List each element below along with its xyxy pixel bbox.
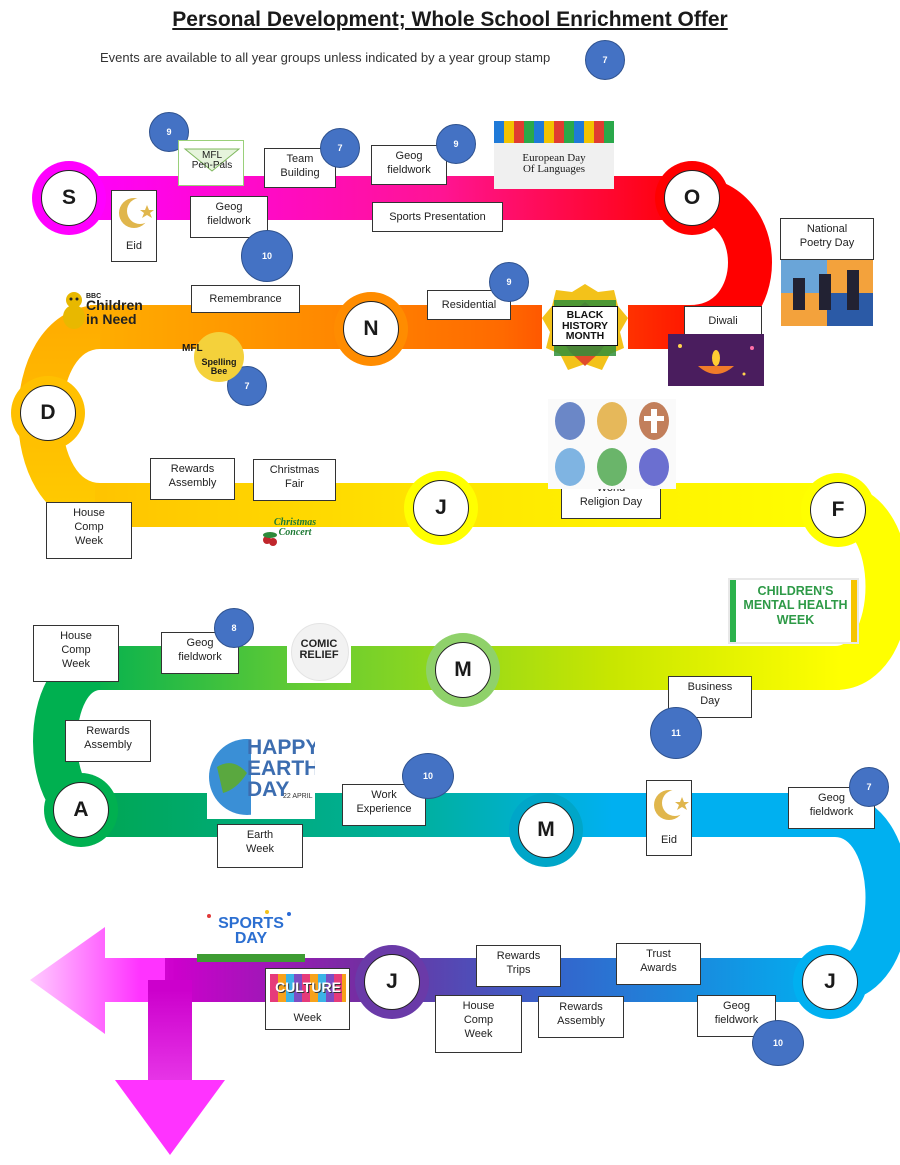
stamp-work-experience: 10 bbox=[402, 753, 454, 799]
stamp-residential: 9 bbox=[489, 262, 529, 302]
mfl-spelling-bee-logo: MFL Spelling Bee bbox=[180, 330, 246, 384]
event-work-experience: Work Experience bbox=[342, 784, 426, 826]
religion-symbols-icon bbox=[555, 402, 669, 486]
event-christmas-fair: Christmas Fair bbox=[253, 459, 336, 501]
stamp-geog-fieldwork-jul: 10 bbox=[752, 1020, 804, 1066]
milestone-december: D bbox=[11, 376, 85, 450]
diwali-lamp-icon bbox=[678, 344, 754, 376]
envelope-icon bbox=[183, 148, 241, 172]
comic-relief-logo: COMIC RELIEF bbox=[287, 623, 351, 683]
milestone-june: J bbox=[793, 945, 867, 1019]
black-history-month-logo: BLACK HISTORY MONTH bbox=[542, 282, 628, 374]
page-title: Personal Development; Whole School Enric… bbox=[172, 8, 728, 31]
event-geog-fieldwork-sep2: Geog fieldwork bbox=[190, 196, 268, 238]
stamp-geog-fieldwork-sep: 9 bbox=[436, 124, 476, 164]
milestone-january: J bbox=[404, 471, 478, 545]
event-national-poetry-day: National Poetry Day bbox=[780, 218, 874, 260]
event-diwali: Diwali bbox=[684, 306, 762, 336]
milestone-july: J bbox=[355, 945, 429, 1019]
stamp-geog-fieldwork-mar: 8 bbox=[214, 608, 254, 648]
year-group-stamp-example: 7 bbox=[585, 40, 625, 80]
stamp-business-day: 11 bbox=[650, 707, 702, 759]
stamp-geog-fieldwork-jun: 7 bbox=[849, 767, 889, 807]
stamp-mfl-penpals: 9 bbox=[149, 112, 189, 152]
national-poetry-day-image bbox=[781, 260, 873, 326]
milestone-september: S bbox=[32, 161, 106, 235]
milestone-february: F bbox=[801, 473, 875, 547]
event-house-comp-week-dec: House Comp Week bbox=[46, 502, 132, 559]
event-sports-presentation: Sports Presentation bbox=[372, 202, 503, 232]
event-earth-week: Earth Week bbox=[217, 824, 303, 868]
culture-logo: CULTURE bbox=[270, 970, 346, 1008]
happy-earth-day-logo: HAPPY EARTH DAY 22 APRIL bbox=[207, 735, 315, 819]
european-day-of-languages-logo: European Day Of Languages bbox=[494, 121, 614, 189]
eid-crescent-icon bbox=[114, 190, 156, 236]
event-trust-awards: Trust Awards bbox=[616, 943, 701, 985]
mfl-penpals-logo: MFL Pen-Pals bbox=[178, 140, 244, 186]
childrens-mental-health-week-logo: CHILDREN'S MENTAL HEALTH WEEK bbox=[728, 578, 859, 644]
page-subtitle: Events are available to all year groups … bbox=[100, 50, 551, 65]
milestone-november: N bbox=[334, 292, 408, 366]
event-rewards-assembly-jul: Rewards Assembly bbox=[538, 996, 624, 1038]
world-religion-symbols-image bbox=[548, 399, 676, 489]
milestone-april: A bbox=[44, 773, 118, 847]
eid-crescent-icon-may bbox=[648, 783, 692, 827]
holly-icon bbox=[263, 532, 277, 546]
event-rewards-assembly-apr: Rewards Assembly bbox=[65, 720, 151, 762]
event-rewards-trips: Rewards Trips bbox=[476, 945, 561, 987]
christmas-concert-logo: Christmas Concert bbox=[258, 512, 320, 556]
poetry-figures-icon bbox=[793, 270, 859, 310]
diwali-image bbox=[668, 334, 764, 386]
event-house-comp-week-jul: House Comp Week bbox=[435, 995, 522, 1053]
languages-banner-strip bbox=[494, 121, 614, 143]
milestone-may: M bbox=[509, 793, 583, 867]
event-house-comp-week-mar: House Comp Week bbox=[33, 625, 119, 682]
globe-icon bbox=[209, 739, 251, 815]
stamp-geog-fieldwork-sep2: 10 bbox=[241, 230, 293, 282]
pudsey-bear-icon bbox=[63, 292, 85, 329]
children-in-need-logo: BBC Children in Need bbox=[58, 290, 158, 330]
stamp-team-building: 7 bbox=[320, 128, 360, 168]
milestone-october: O bbox=[655, 161, 729, 235]
milestone-march: M bbox=[426, 633, 500, 707]
sports-day-logo: SPORTS DAY bbox=[197, 906, 305, 962]
event-geog-fieldwork-sep: Geog fieldwork bbox=[371, 145, 447, 185]
event-rewards-assembly-dec: Rewards Assembly bbox=[150, 458, 235, 500]
event-remembrance: Remembrance bbox=[191, 285, 300, 313]
